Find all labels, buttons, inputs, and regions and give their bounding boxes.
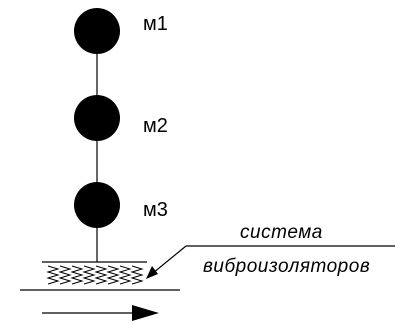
annotation-line-2: виброизоляторов (203, 256, 370, 277)
mass-2-label: м2 (143, 115, 168, 137)
mass-1 (74, 8, 120, 54)
mass-1-label: м1 (143, 13, 168, 35)
annotation-leader (146, 245, 395, 279)
mass-3-label: м3 (143, 199, 168, 221)
mass-3 (74, 182, 120, 228)
leader-arrowhead (146, 266, 158, 279)
direction-arrow (42, 305, 159, 321)
isolator-springs (46, 265, 144, 285)
annotation-line-1: система (240, 222, 323, 243)
mass-2 (74, 95, 120, 141)
